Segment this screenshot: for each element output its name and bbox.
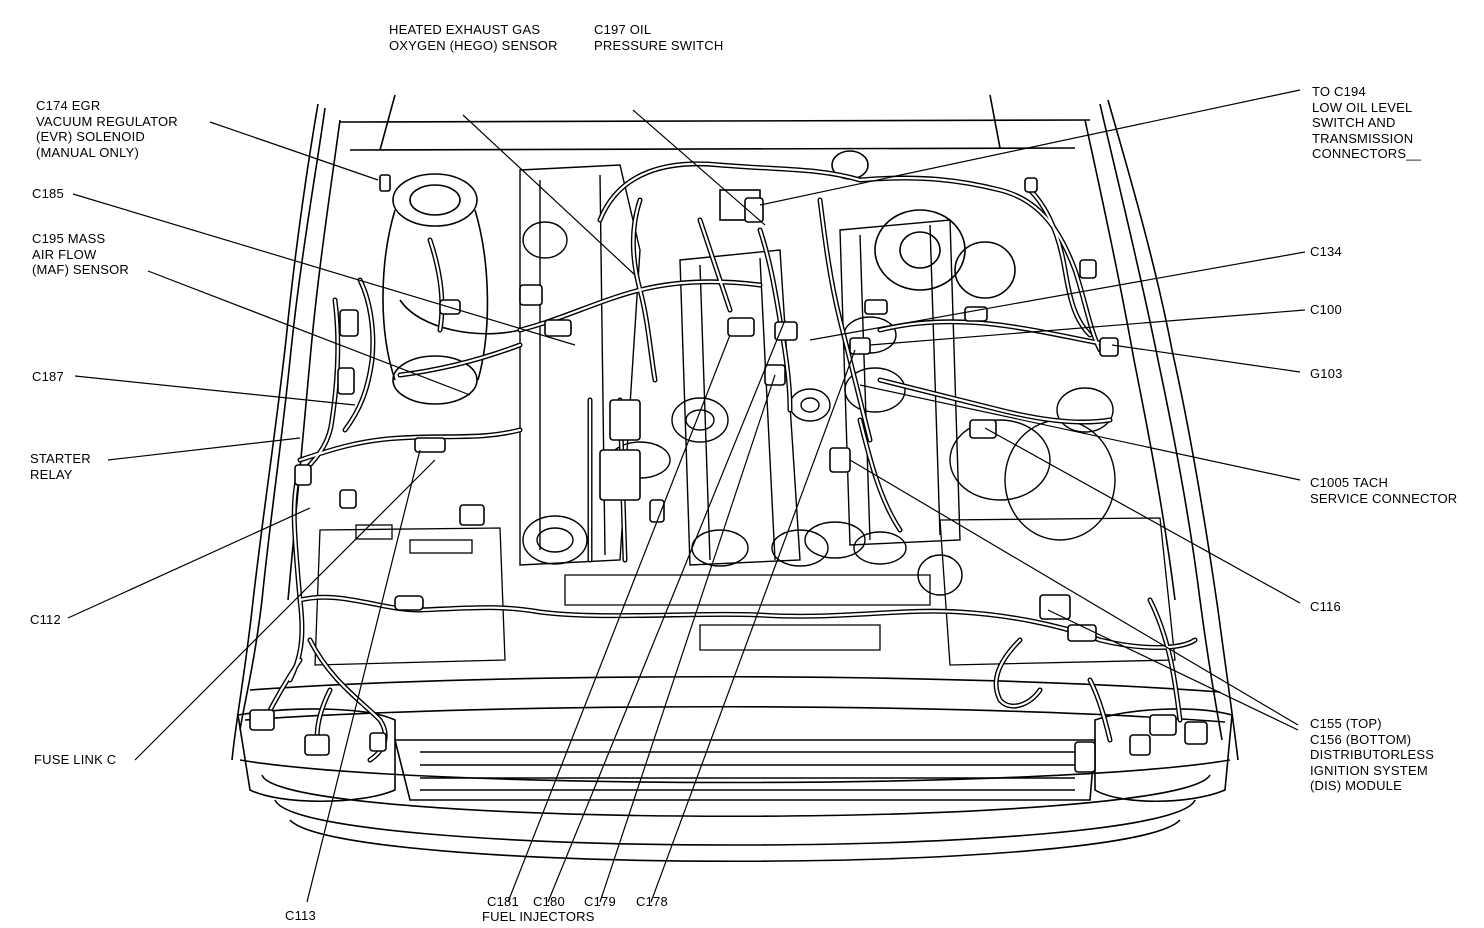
leader-c113 bbox=[306, 449, 421, 903]
leader-c178 bbox=[650, 349, 856, 903]
label-c116: C116 bbox=[1310, 599, 1341, 614]
label-c180: C180 bbox=[533, 894, 565, 909]
label-starter-relay: STARTER RELAY bbox=[30, 451, 91, 482]
leader-c195 bbox=[147, 270, 471, 396]
vehicle-body bbox=[231, 94, 1239, 863]
label-hego-sensor: HEATED EXHAUST GAS OXYGEN (HEGO) SENSOR bbox=[389, 22, 558, 53]
label-c112: C112 bbox=[30, 612, 61, 627]
engine-block bbox=[519, 164, 1116, 596]
leader-fuse bbox=[134, 459, 436, 761]
leader-c185 bbox=[72, 193, 576, 346]
leader-c187 bbox=[74, 375, 356, 406]
leader-c100 bbox=[869, 309, 1306, 346]
leader-hego bbox=[462, 114, 636, 276]
leader-c112 bbox=[67, 507, 311, 619]
leader-c116 bbox=[984, 427, 1301, 604]
connectors bbox=[249, 174, 1208, 773]
label-c113: C113 bbox=[285, 908, 316, 923]
radiator bbox=[314, 517, 1176, 666]
label-c134: C134 bbox=[1310, 244, 1342, 259]
label-c1005-tach-service-connector: C1005 TACH SERVICE CONNECTOR bbox=[1310, 475, 1458, 506]
leader-starter bbox=[107, 437, 301, 461]
label-g103: G103 bbox=[1310, 366, 1343, 381]
leader-c156 bbox=[1047, 609, 1299, 731]
label-c155-c156-dis-module: C155 (TOP) C156 (BOTTOM) DISTRIBUTORLESS… bbox=[1310, 716, 1435, 793]
label-c174-evr-solenoid: C174 EGR VACUUM REGULATOR (EVR) SOLENOID… bbox=[36, 98, 178, 160]
label-to-c194: TO C194 LOW OIL LEVEL SWITCH AND TRANSMI… bbox=[1312, 84, 1422, 161]
leader-g103 bbox=[1111, 344, 1301, 373]
label-c185: C185 bbox=[32, 186, 64, 201]
label-c187: C187 bbox=[32, 369, 64, 384]
leader-c179 bbox=[599, 374, 776, 903]
leader-c197 bbox=[632, 109, 766, 226]
leader-c174 bbox=[209, 121, 379, 181]
leader-c1005 bbox=[859, 384, 1301, 481]
wire-harness bbox=[262, 161, 1198, 763]
label-c179: C179 bbox=[584, 894, 616, 909]
leader-c134 bbox=[809, 251, 1306, 341]
label-c197-oil-pressure-switch: C197 OIL PRESSURE SWITCH bbox=[594, 22, 724, 53]
label-c178: C178 bbox=[636, 894, 668, 909]
label-c195-maf-sensor: C195 MASS AIR FLOW (MAF) SENSOR bbox=[32, 231, 130, 277]
leader-c181 bbox=[507, 334, 731, 903]
leader-c194 bbox=[759, 89, 1301, 206]
label-fuel-injectors: FUEL INJECTORS bbox=[482, 909, 595, 924]
leader-c180 bbox=[547, 319, 786, 903]
label-fuse-link-c: FUSE LINK C bbox=[34, 752, 117, 767]
leader-lines bbox=[67, 89, 1306, 903]
leader-c155 bbox=[849, 459, 1299, 726]
air-cleaner bbox=[382, 150, 1016, 405]
label-c100: C100 bbox=[1310, 302, 1342, 317]
label-c181: C181 bbox=[487, 894, 519, 909]
